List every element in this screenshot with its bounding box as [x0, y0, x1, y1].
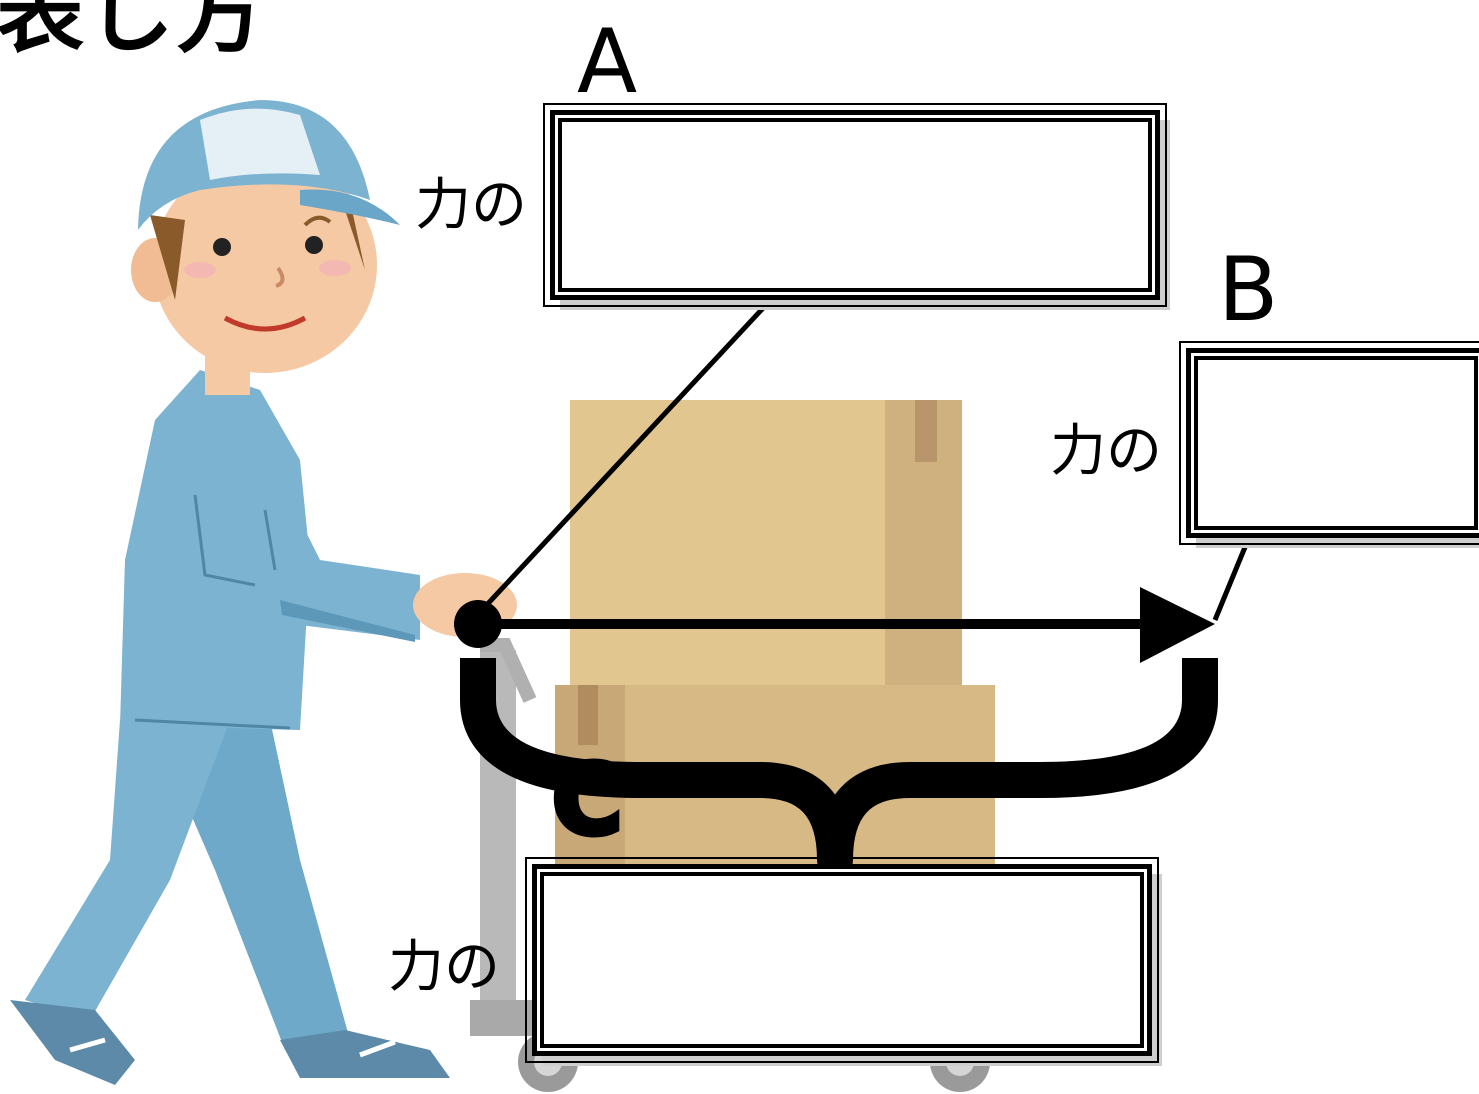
- answer-box-a[interactable]: [550, 110, 1160, 300]
- answer-prefix-a: 力の: [415, 178, 527, 234]
- page-heading: 表し方: [0, 0, 266, 58]
- label-b: B: [1218, 246, 1278, 334]
- label-c: C: [552, 752, 622, 848]
- answer-prefix-c: 力の: [388, 940, 500, 996]
- cardboard-box-top: [570, 400, 962, 690]
- answer-prefix-b: 力の: [1050, 424, 1162, 480]
- leader-line-b: [1215, 535, 1250, 620]
- label-a: A: [577, 18, 637, 106]
- answer-box-b[interactable]: [1186, 348, 1479, 538]
- answer-box-c[interactable]: [532, 864, 1152, 1056]
